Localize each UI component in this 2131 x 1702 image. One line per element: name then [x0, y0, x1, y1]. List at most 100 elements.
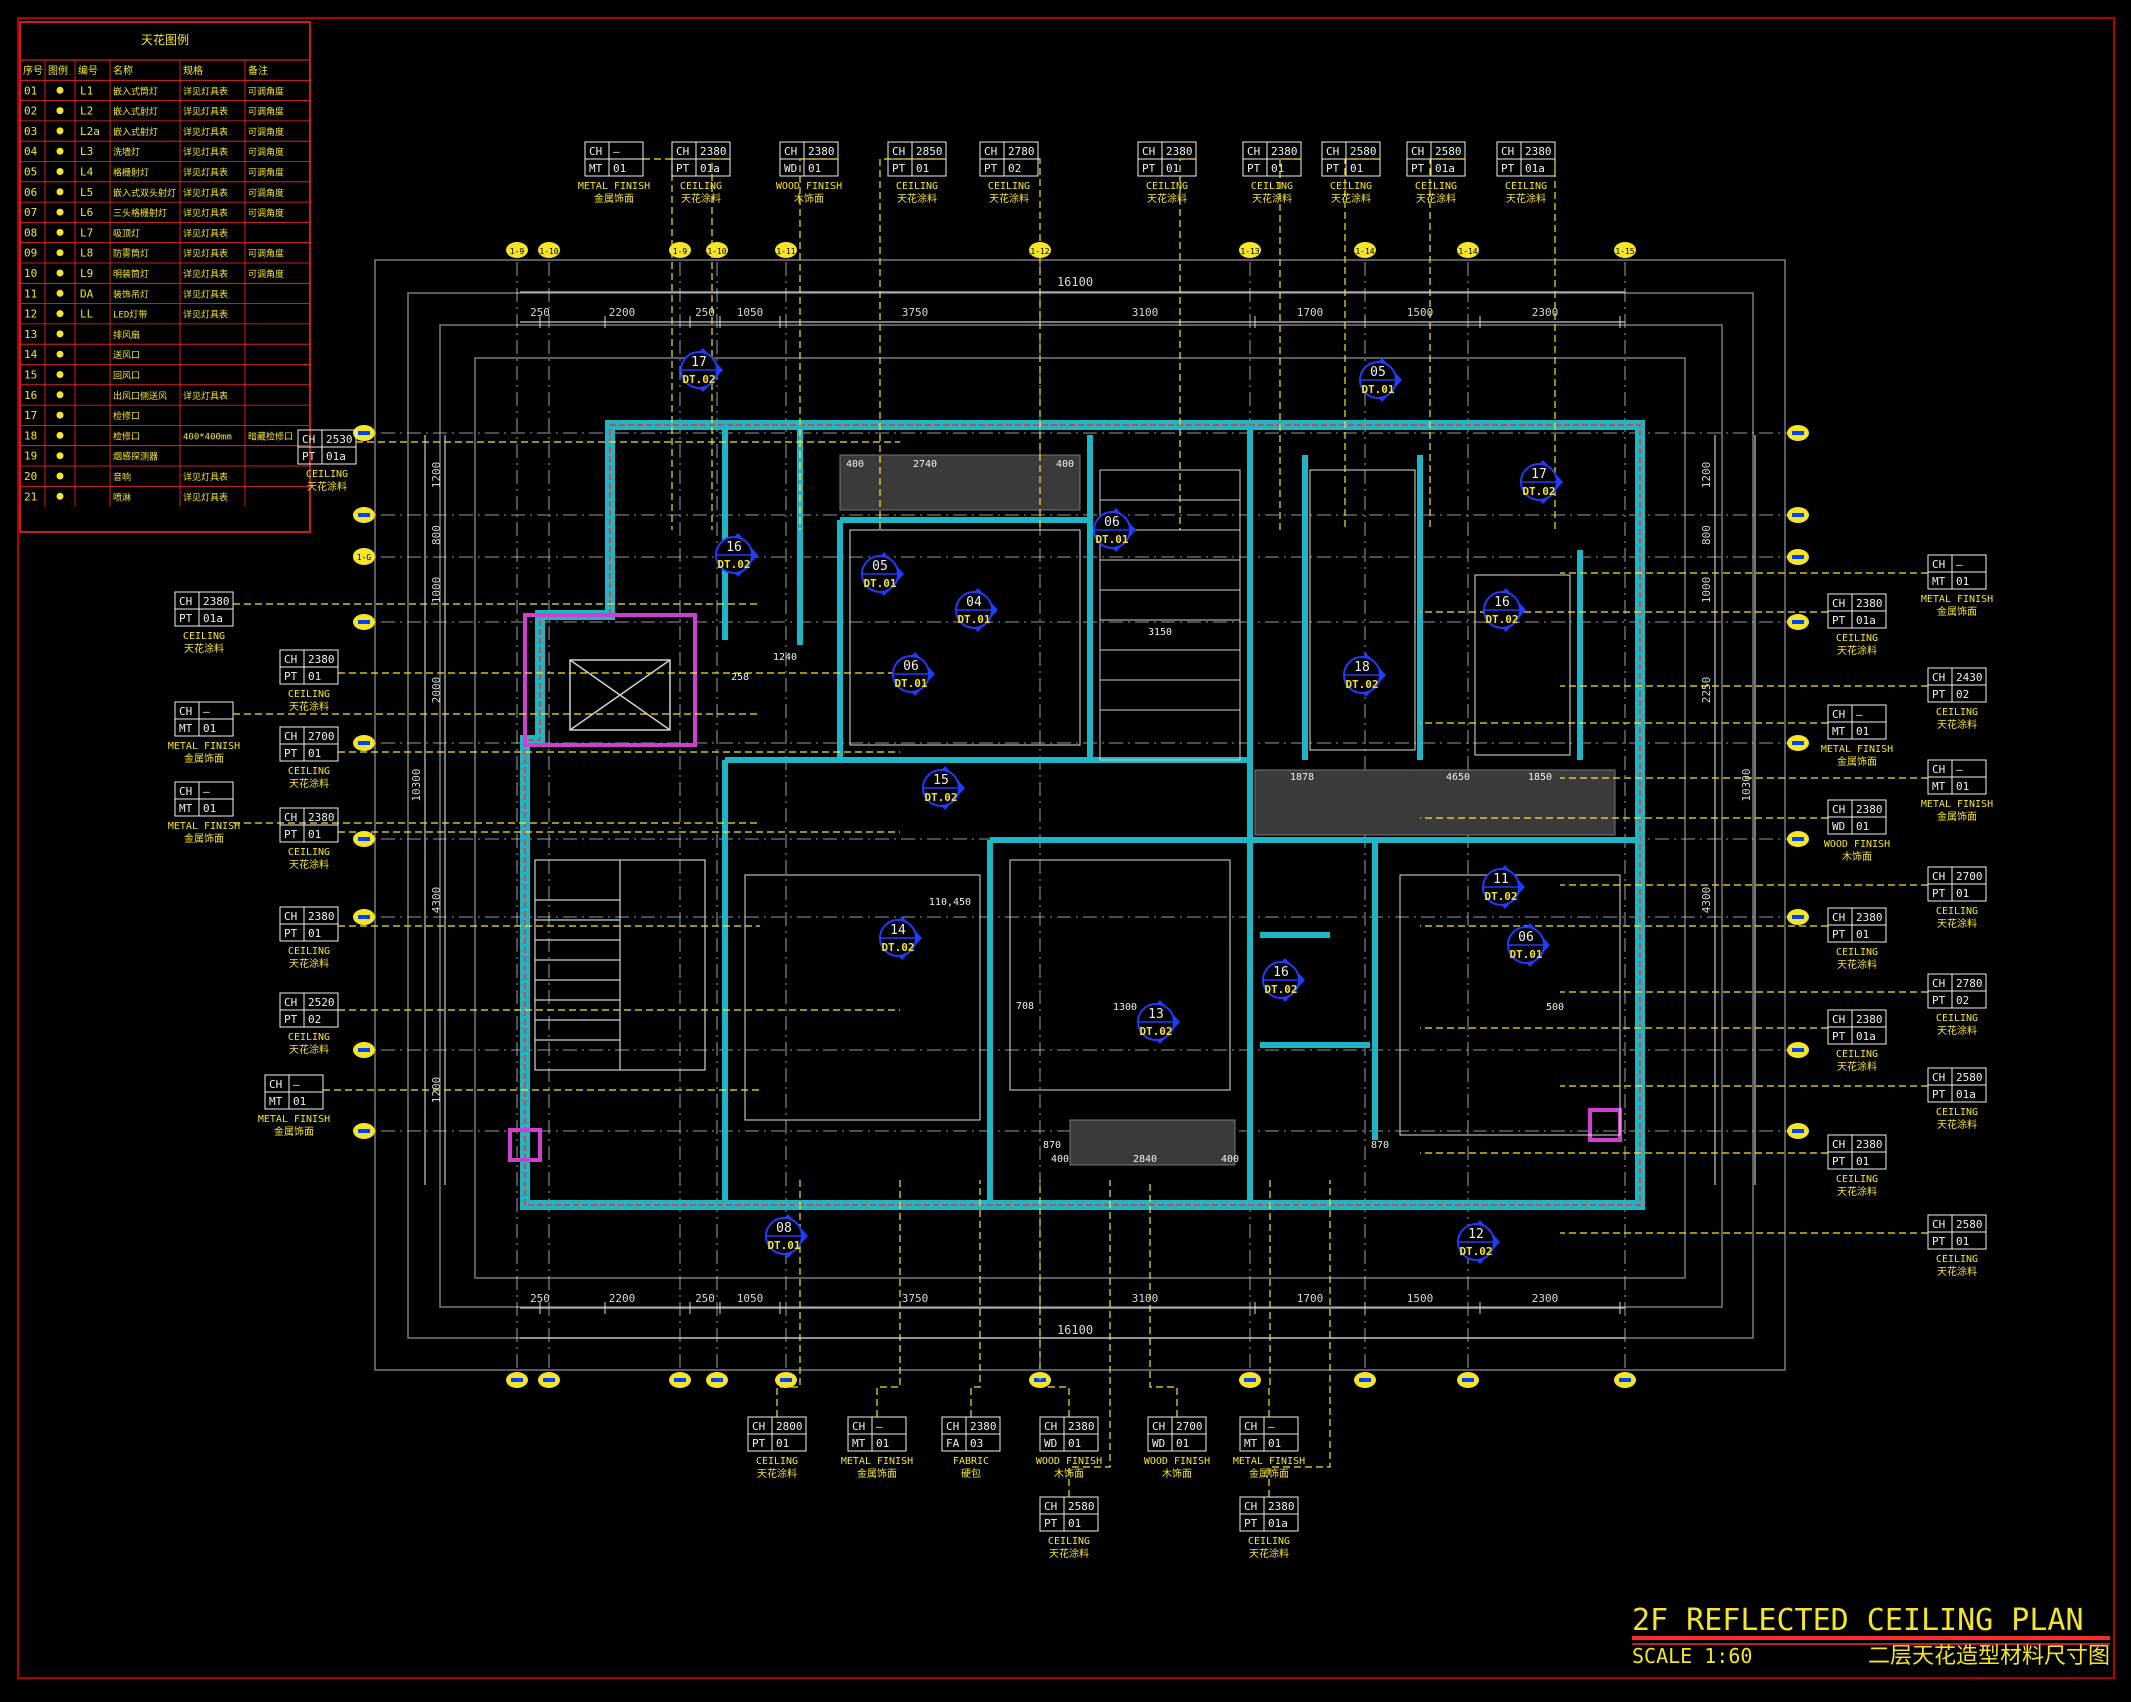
tag-ch-label: CH: [946, 1420, 959, 1433]
dim-right: 2250: [1700, 677, 1713, 704]
legend-spec: 详见灯具表: [183, 471, 228, 483]
legend-no: 14: [24, 348, 38, 361]
tag-cn: 天花涂料: [1331, 192, 1371, 205]
tag-num: 01a: [1268, 1517, 1288, 1530]
tag-en: CEILING: [1836, 1174, 1878, 1185]
tag-ch-label: CH: [284, 996, 297, 1009]
legend-symbol-icon: [56, 330, 64, 338]
tag-cn: 金属饰面: [184, 752, 224, 765]
detail-ref: DT.01: [1509, 948, 1542, 961]
dim-left: 1200: [430, 462, 443, 489]
tag-ch-label: CH: [1247, 145, 1260, 158]
tag-num: 01: [876, 1437, 889, 1450]
plan-note: 708: [1016, 1001, 1034, 1012]
tag-leader: [1068, 1180, 1111, 1497]
tag-cn: 天花涂料: [1937, 718, 1977, 731]
tag-cn: 天花涂料: [897, 192, 937, 205]
detail-number: 06: [903, 659, 919, 674]
tag-cn: 天花涂料: [289, 957, 329, 970]
tag-code: PT: [1832, 1030, 1846, 1043]
legend-name: 装饰吊灯: [113, 288, 149, 300]
tag-cn: 天花涂料: [989, 192, 1029, 205]
tag-leader: [1149, 1180, 1178, 1417]
tag-en: CEILING: [306, 469, 348, 480]
legend-note: 可调角度: [248, 268, 284, 280]
tag-ch-value: 2780: [1956, 977, 1983, 990]
legend-name: 防雾筒灯: [113, 248, 149, 260]
legend-code: L6: [80, 206, 93, 219]
detail-ref: DT.01: [1361, 383, 1394, 396]
legend-spec: 详见灯具表: [183, 491, 228, 503]
tag-ch-label: CH: [179, 785, 192, 798]
tag-ch-label: CH: [1152, 1420, 1165, 1433]
legend-name: 检修口: [113, 410, 140, 422]
tag-cn: 天花涂料: [1147, 192, 1187, 205]
tag-num: 02: [1956, 688, 1969, 701]
tag-ch-label: CH: [1832, 708, 1845, 721]
detail-number: 16: [726, 540, 742, 555]
tag-code: PT: [1932, 1088, 1946, 1101]
tag-en: CEILING: [288, 766, 330, 777]
tag-ch-label: CH: [752, 1420, 765, 1433]
tag-num: 01a: [700, 162, 720, 175]
legend-no: 13: [24, 328, 37, 341]
grid-bubble: [538, 242, 560, 258]
tag-code: MT: [852, 1437, 866, 1450]
legend-symbol-icon: [56, 188, 64, 196]
legend-name: LED灯带: [113, 310, 147, 321]
tag-ch-value: 2850: [916, 145, 943, 158]
legend-symbol-icon: [56, 289, 64, 297]
legend-code: L4: [80, 166, 94, 179]
tag-en: CEILING: [1251, 181, 1293, 192]
tag-code: PT: [1501, 162, 1515, 175]
tag-num: 01: [203, 722, 216, 735]
detail-number: 04: [966, 595, 982, 610]
legend-name: 喷淋: [113, 491, 131, 503]
tag-ch-label: CH: [1832, 1138, 1845, 1151]
tag-ch-label: CH: [1932, 1218, 1945, 1231]
grid-bubble: [669, 242, 691, 258]
legend-note: 可调角度: [248, 248, 284, 260]
detail-ref: DT.02: [1264, 983, 1297, 996]
tag-cn: 天花涂料: [289, 777, 329, 790]
detail-number: 16: [1494, 595, 1510, 610]
tag-leader: [1279, 158, 1301, 530]
tag-en: CEILING: [680, 181, 722, 192]
tag-ch-value: —: [1956, 558, 1963, 571]
dim-overall-bottom: 16100: [1057, 1323, 1093, 1337]
tag-code: PT: [1932, 994, 1946, 1007]
detail-number: 11: [1493, 872, 1509, 887]
detail-number: 14: [890, 923, 906, 938]
tag-en: METAL FINISH: [1233, 1456, 1305, 1467]
legend-no: 19: [24, 450, 37, 463]
tag-code: PT: [302, 450, 316, 463]
legend-name: 嵌入式双头射灯: [113, 187, 176, 199]
tag-code: PT: [1832, 614, 1846, 627]
detail-number: 05: [1370, 365, 1386, 380]
tag-code: MT: [179, 722, 193, 735]
tag-ch-value: 2700: [1956, 870, 1983, 883]
tag-en: METAL FINISH: [578, 181, 650, 192]
legend-title: 天花图例: [141, 32, 189, 47]
legend-spec: 详见灯具表: [183, 126, 228, 138]
tag-ch-value: 2380: [700, 145, 727, 158]
legend-no: 11: [24, 287, 37, 300]
legend-code: L2: [80, 105, 93, 118]
legend-header: 序号: [23, 64, 43, 77]
tag-en: CEILING: [896, 181, 938, 192]
tag-cn: 金属饰面: [1937, 605, 1977, 618]
detail-number: 06: [1518, 930, 1534, 945]
tag-ch-value: 2800: [776, 1420, 803, 1433]
tag-ch-value: 2380: [308, 811, 335, 824]
tag-ch-label: CH: [1932, 558, 1945, 571]
detail-ref: DT.02: [881, 941, 914, 954]
tag-code: PT: [892, 162, 906, 175]
legend-no: 16: [24, 389, 37, 402]
tag-en: CEILING: [183, 631, 225, 642]
plan-note: 870: [1371, 1140, 1389, 1151]
legend-symbol-icon: [56, 492, 64, 500]
